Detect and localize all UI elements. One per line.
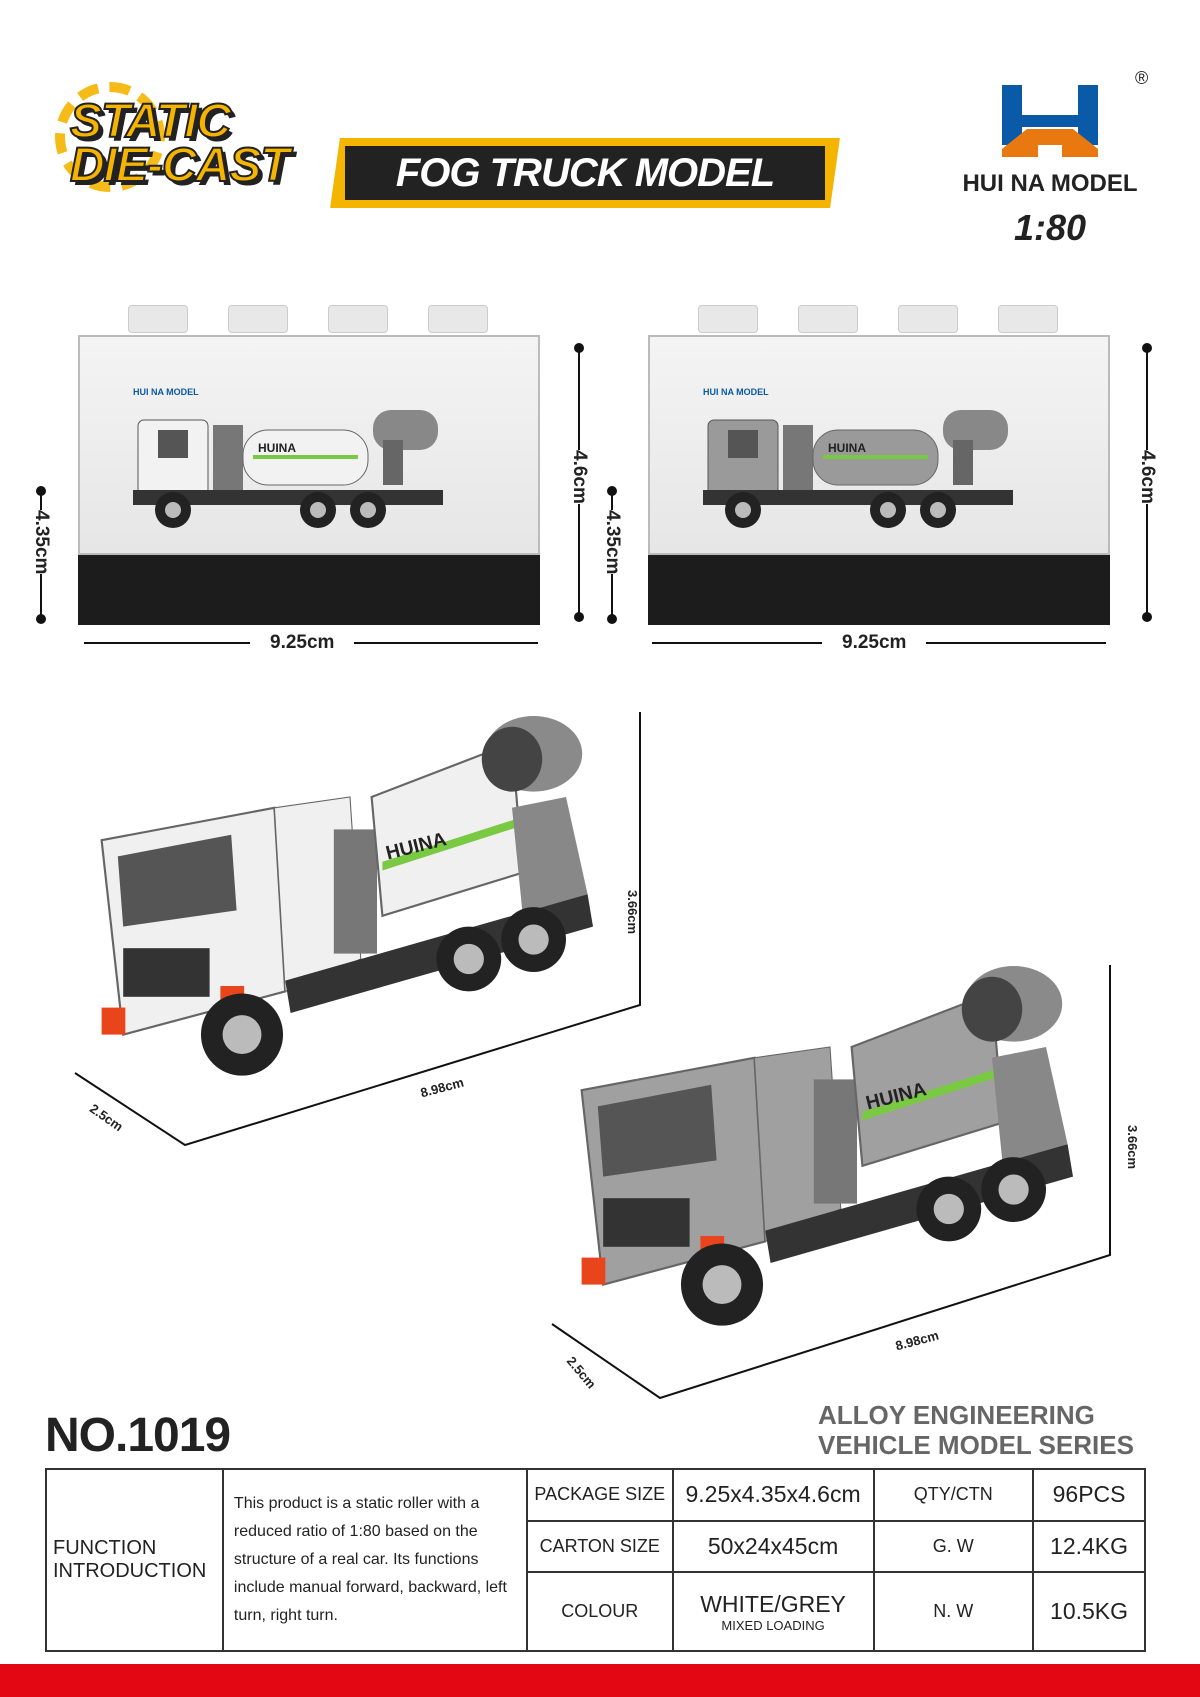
display-box-grey: HUI NA MODEL	[648, 305, 1110, 625]
dim-dot	[1142, 612, 1152, 622]
footer-band	[0, 1664, 1200, 1697]
package-size-value: 9.25x4.35x4.6cm	[671, 1468, 875, 1522]
colour-value: WHITE/GREY	[700, 1590, 846, 1617]
box-base	[78, 555, 540, 625]
badge-line1: STATIC	[69, 95, 232, 148]
dim-dot	[607, 614, 617, 624]
page-title: FOG TRUCK MODEL	[345, 146, 825, 200]
nw-value: 10.5KG	[1032, 1571, 1146, 1652]
brand-name: HUI NA MODEL	[962, 170, 1138, 197]
box1-width: 9.25cm	[250, 632, 355, 654]
box2-height-right: 4.6cm	[1136, 450, 1158, 504]
qty-value: 96PCS	[1032, 1468, 1146, 1522]
box-base	[648, 555, 1110, 625]
colour-note: MIXED LOADING	[721, 1617, 825, 1633]
box2-width: 9.25cm	[822, 632, 927, 654]
huina-logo-icon	[1002, 85, 1098, 157]
box-logo: HUI NA MODEL	[703, 387, 769, 397]
qty-label: QTY/CTN	[872, 1468, 1035, 1522]
function-label: FUNCTION INTRODUCTION	[45, 1468, 224, 1652]
dim-dot	[574, 612, 584, 622]
box-logo: HUI NA MODEL	[133, 387, 199, 397]
box1-height-left: 4.35cm	[30, 510, 52, 575]
carton-size-value: 50x24x45cm	[671, 1519, 875, 1574]
static-diecast-badge: STATIC DIE-CAST	[69, 95, 291, 192]
series-line1: ALLOY ENGINEERING	[818, 1400, 1095, 1430]
box-studs	[698, 305, 1058, 335]
truck1-height: 3.66cm	[625, 890, 640, 935]
truck2-height: 3.66cm	[1125, 1125, 1140, 1170]
gw-label: G. W	[872, 1519, 1035, 1574]
carton-size-label: CARTON SIZE	[525, 1519, 674, 1574]
box2-height-left: 4.35cm	[601, 510, 623, 575]
gw-value: 12.4KG	[1032, 1519, 1146, 1574]
nw-label: N. W	[872, 1571, 1035, 1652]
package-size-label: PACKAGE SIZE	[525, 1468, 674, 1522]
dim-dot	[36, 614, 46, 624]
scale-label: 1:80	[1013, 207, 1087, 248]
registered-mark: ®	[1135, 68, 1149, 88]
box-studs	[128, 305, 488, 335]
series-line2: VEHICLE MODEL SERIES	[818, 1430, 1134, 1460]
truck-grey-3q	[560, 960, 1100, 1350]
series-title: ALLOY ENGINEERING VEHICLE MODEL SERIES	[818, 1400, 1134, 1460]
box1-height-right: 4.6cm	[568, 450, 590, 504]
colour-label: COLOUR	[525, 1571, 674, 1652]
gear-icon	[55, 82, 165, 192]
spec-table: FUNCTION INTRODUCTION This product is a …	[45, 1468, 1146, 1652]
product-number: NO.1019	[45, 1409, 231, 1462]
badge-line2: DIE-CAST	[69, 139, 291, 192]
function-description: This product is a static roller with a r…	[221, 1468, 528, 1652]
display-box-white: HUI NA MODEL	[78, 305, 540, 625]
